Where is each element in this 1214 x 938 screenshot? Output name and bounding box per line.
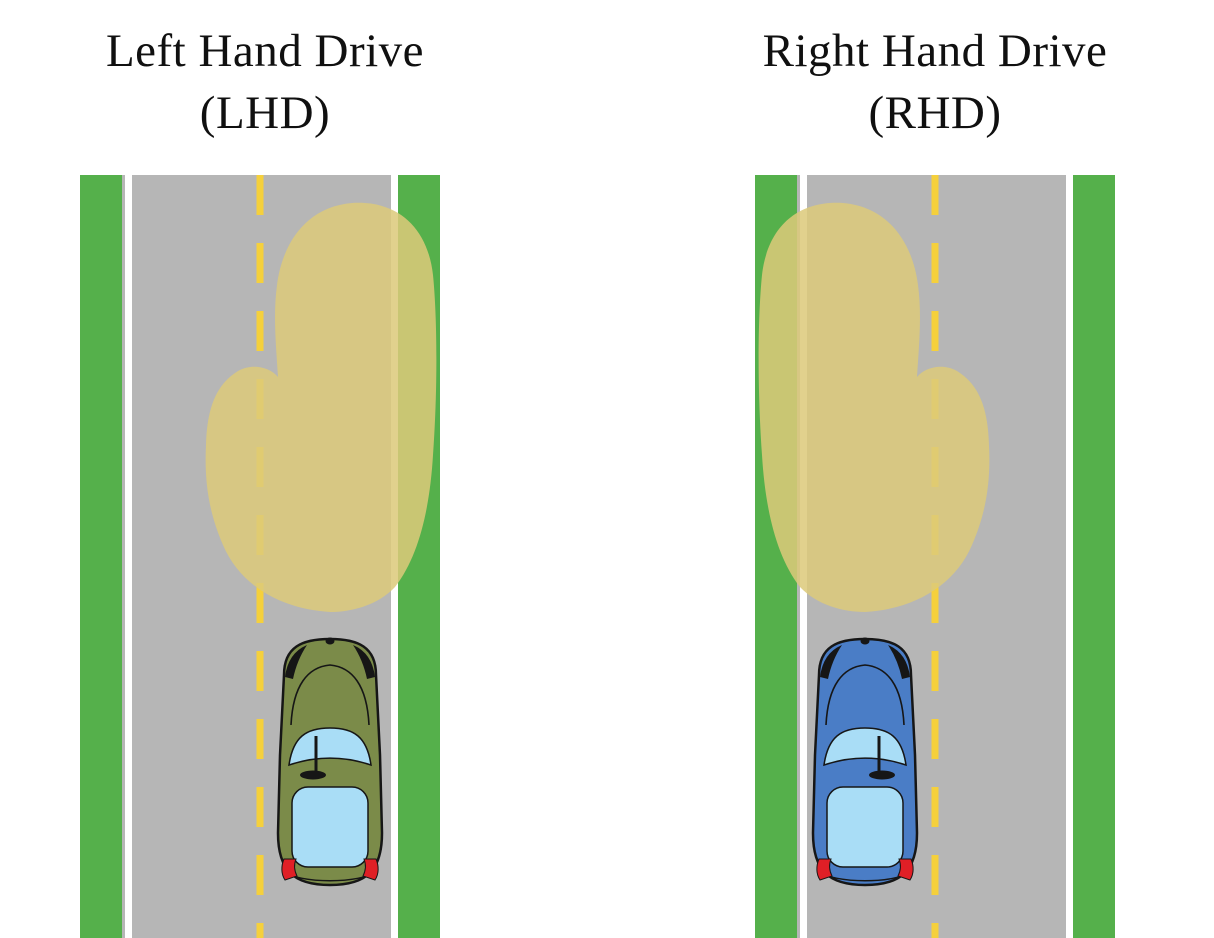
car-front-right-trim — [353, 645, 375, 679]
rhd-road-scene — [755, 175, 1115, 938]
car-windshield — [823, 727, 907, 767]
grass-right-strip — [1073, 175, 1115, 938]
lhd-road-scene — [80, 175, 440, 938]
car-taillight-left — [897, 858, 914, 881]
car-steering-wheel — [869, 770, 895, 780]
car-front-badge-icon — [860, 637, 870, 645]
car-rear-window — [291, 786, 369, 868]
car-steering-wheel — [300, 770, 326, 780]
edge-line-left — [125, 175, 132, 938]
car-windshield — [288, 727, 372, 767]
lhd-car — [276, 637, 384, 887]
mirrored-group — [758, 202, 990, 887]
car-rear-window — [826, 786, 904, 868]
rhd-title: Right Hand Drive (RHD) — [665, 20, 1205, 144]
lhd-title-line2: (LHD) — [199, 87, 331, 140]
car-hood-line — [290, 664, 370, 726]
car-front-right-trim — [820, 645, 842, 679]
headlight-beam — [205, 202, 437, 612]
car-front-left-trim — [888, 645, 910, 679]
edge-line-right — [1066, 175, 1073, 938]
rhd-title-line1: Right Hand Drive — [762, 25, 1108, 77]
car-taillight-right — [362, 858, 379, 881]
grass-left-strip — [80, 175, 122, 938]
headlight-beam — [758, 202, 990, 612]
lhd-title: Left Hand Drive (LHD) — [0, 20, 530, 144]
rhd-car — [811, 637, 919, 887]
lhd-title-line1: Left Hand Drive — [105, 25, 425, 77]
rhd-title-line2: (RHD) — [868, 87, 1002, 140]
car-front-badge-icon — [325, 637, 335, 645]
car-front-left-trim — [285, 645, 307, 679]
car-taillight-left — [281, 858, 298, 881]
car-taillight-right — [816, 858, 833, 881]
car-hood-line — [825, 664, 905, 726]
